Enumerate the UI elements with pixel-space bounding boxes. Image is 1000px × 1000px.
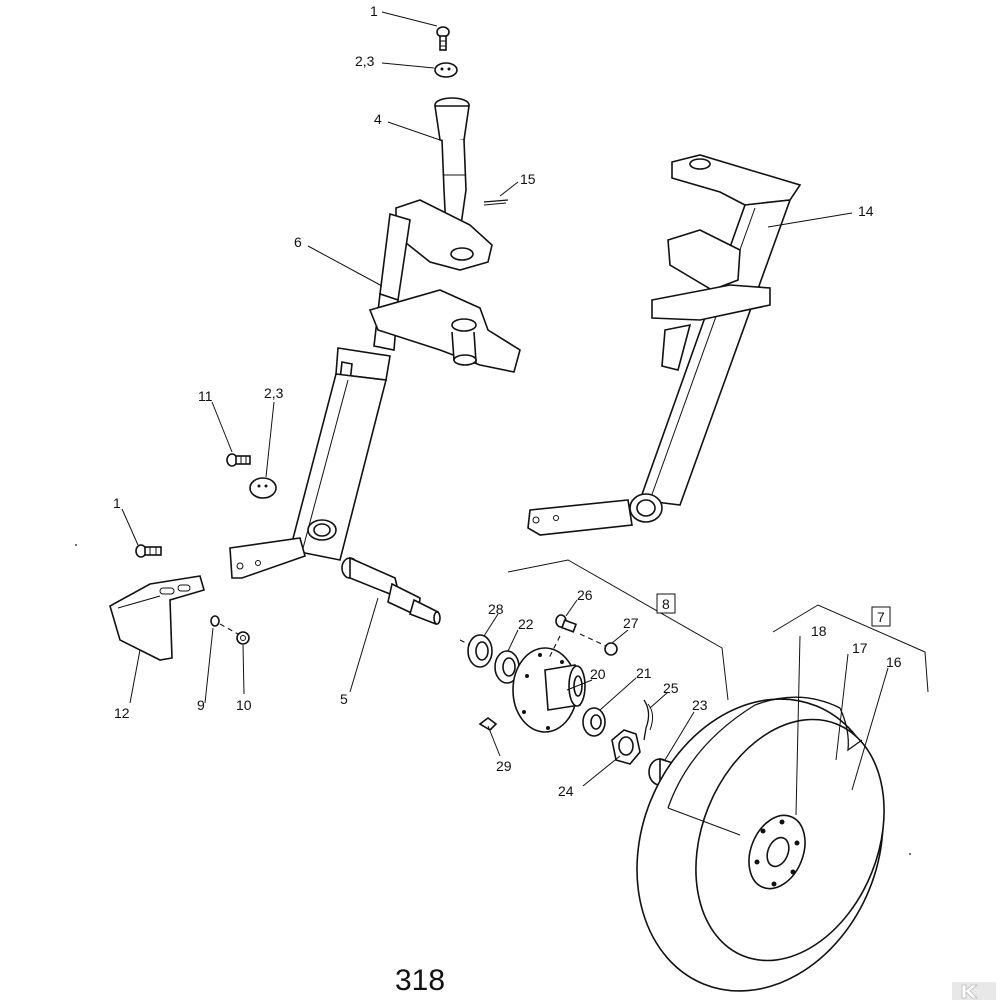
callout-4: 4 bbox=[374, 111, 382, 127]
part-washer-9 bbox=[210, 615, 220, 627]
callout-7-box bbox=[871, 606, 891, 627]
part-nut-10 bbox=[236, 631, 250, 645]
speck bbox=[75, 544, 77, 546]
callout-17: 17 bbox=[852, 640, 868, 656]
part-scraper bbox=[109, 575, 205, 661]
callout-8: 8 bbox=[662, 596, 670, 612]
callout-2-3-top: 2,3 bbox=[355, 53, 375, 69]
part-screw-top bbox=[436, 26, 450, 51]
callout-12: 12 bbox=[114, 705, 130, 721]
part-washer-mid bbox=[249, 477, 277, 499]
page-number: 318 bbox=[395, 964, 445, 997]
part-screw-26 bbox=[555, 614, 578, 633]
callout-18: 18 bbox=[811, 623, 827, 639]
assembly-line-26-hub bbox=[547, 635, 561, 661]
callout-27: 27 bbox=[623, 615, 639, 631]
group-bracket-8 bbox=[507, 559, 729, 701]
part-washer-top bbox=[434, 62, 458, 78]
part-cotter-pin-15 bbox=[483, 199, 509, 206]
callout-8-box bbox=[656, 593, 676, 614]
part-screw-left bbox=[135, 544, 162, 558]
callout-1-left: 1 bbox=[113, 495, 121, 511]
callout-6: 6 bbox=[294, 234, 302, 250]
leader-lines bbox=[121, 11, 889, 816]
callout-28: 28 bbox=[488, 601, 504, 617]
speck bbox=[909, 853, 911, 855]
part-nut-27 bbox=[604, 642, 618, 656]
callout-21: 21 bbox=[636, 665, 652, 681]
assembly-line-26-27 bbox=[579, 633, 607, 647]
callout-29: 29 bbox=[496, 758, 512, 774]
callout-labels: 1 2,3 4 15 14 6 11 2,3 1 12 9 10 5 28 26… bbox=[113, 3, 902, 799]
callout-10: 10 bbox=[236, 697, 252, 713]
part-axle bbox=[341, 556, 441, 626]
assembly-line-28 bbox=[459, 639, 471, 646]
callout-14: 14 bbox=[858, 203, 874, 219]
group-bracket-7 bbox=[772, 604, 929, 693]
callout-9: 9 bbox=[197, 697, 205, 713]
callout-25: 25 bbox=[663, 680, 679, 696]
part-wheel bbox=[636, 696, 885, 992]
part-hub-20 bbox=[512, 647, 586, 733]
callout-2-3-mid: 2,3 bbox=[264, 385, 284, 401]
part-seal-28 bbox=[467, 634, 493, 668]
assembly-line-9-10 bbox=[219, 623, 239, 635]
part-cotter-pin-25 bbox=[643, 699, 654, 741]
part-screw-11 bbox=[226, 453, 251, 467]
callout-23: 23 bbox=[692, 697, 708, 713]
callout-7: 7 bbox=[877, 609, 885, 625]
part-castle-nut-24 bbox=[611, 729, 641, 765]
logo-icon bbox=[952, 982, 996, 1000]
callout-1-top: 1 bbox=[370, 3, 378, 19]
callout-26: 26 bbox=[577, 587, 593, 603]
callout-20: 20 bbox=[590, 666, 606, 682]
callout-24: 24 bbox=[558, 783, 574, 799]
part-wheel-arm bbox=[229, 199, 521, 579]
callout-11: 11 bbox=[198, 388, 213, 404]
callout-22: 22 bbox=[518, 616, 534, 632]
part-frame-14 bbox=[527, 154, 802, 536]
part-grease-nipple-29 bbox=[478, 717, 498, 732]
callout-16: 16 bbox=[886, 654, 902, 670]
part-bearing-21 bbox=[582, 707, 606, 737]
callout-15: 15 bbox=[520, 171, 536, 187]
callout-5: 5 bbox=[340, 691, 348, 707]
